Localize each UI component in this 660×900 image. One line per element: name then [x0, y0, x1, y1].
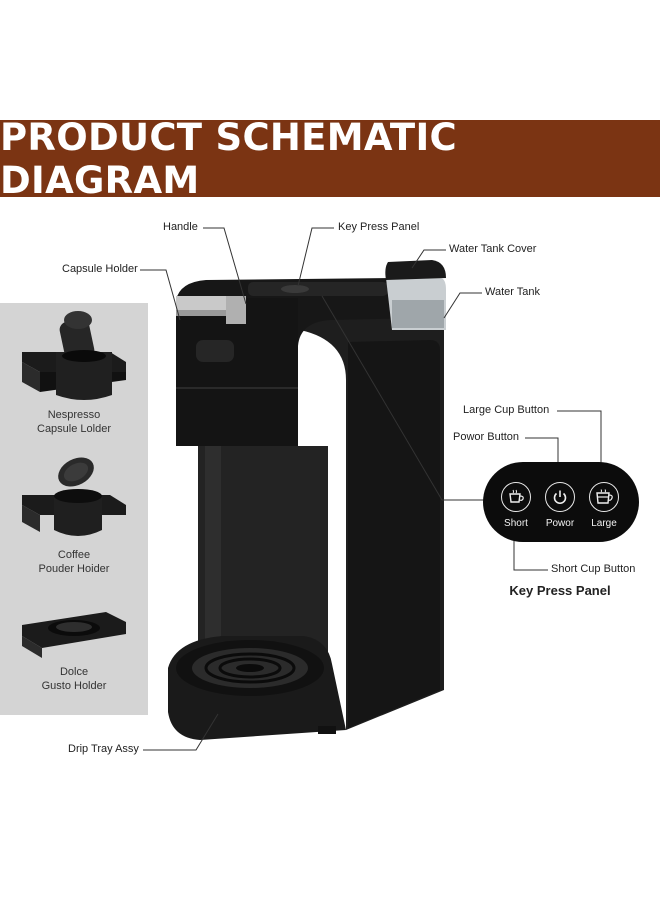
- leader-lines: [140, 227, 602, 751]
- large-cup-button[interactable]: [589, 482, 619, 512]
- short-cup-button-label: Short Cup Button: [551, 563, 636, 575]
- capsule-holder-leader-line: [140, 269, 181, 321]
- panel-callout-line: [321, 295, 484, 501]
- cup-small-icon: [509, 489, 524, 503]
- key-press-panel-label: Key Press Panel: [338, 221, 420, 233]
- nespresso-holder-label-line1: Nespresso: [47, 409, 101, 421]
- page-title: PRODUCT SCHEMATIC DIAGRAM: [0, 115, 457, 202]
- drip-tray-leader-line: [143, 713, 219, 751]
- key-panel-leader-line: [297, 227, 334, 287]
- power-button-label: Powor Button: [453, 431, 520, 443]
- dolce-holder-label: Dolce Gusto Holder: [0, 665, 148, 693]
- coffee-holder-label-line1: Coffee: [57, 549, 91, 561]
- water-tank-leader-line: [443, 292, 482, 319]
- nespresso-holder-label-line2: Capsule Lolder: [37, 423, 111, 435]
- large-button-caption: Large: [591, 518, 617, 529]
- coffee-machine-image: [168, 260, 446, 740]
- handle-label: Handle: [163, 221, 198, 233]
- drip-tray-label: Drip Tray Assy: [68, 743, 139, 755]
- tank-cover-leader-line: [411, 249, 446, 269]
- nespresso-holder-image: [22, 311, 126, 400]
- dolce-holder-label-line1: Dolce: [59, 666, 89, 678]
- nespresso-holder-label: Nespresso Capsule Lolder: [0, 408, 148, 436]
- title-banner: PRODUCT SCHEMATIC DIAGRAM: [0, 116, 660, 202]
- short-cup-button[interactable]: [501, 482, 531, 512]
- coffee-powder-holder-image: [22, 457, 126, 536]
- power-button[interactable]: [545, 482, 575, 512]
- large-cup-button-label: Large Cup Button: [463, 404, 550, 416]
- water-tank-cover-label: Water Tank Cover: [449, 243, 537, 255]
- large-cup-leader-line: [557, 410, 602, 466]
- power-icon: [553, 490, 567, 505]
- capsule-holder-label: Capsule Holder: [62, 263, 138, 275]
- dolce-holder-label-line2: Gusto Holder: [41, 680, 107, 692]
- key-press-panel-detail: Short Powor Large: [483, 462, 639, 542]
- power-leader-line: [525, 437, 559, 466]
- coffee-holder-label-line2: Pouder Hoider: [38, 563, 110, 575]
- cup-large-icon: [596, 489, 613, 504]
- short-cup-leader-line: [513, 538, 548, 571]
- water-tank-label: Water Tank: [485, 286, 541, 298]
- short-button-caption: Short: [504, 518, 528, 529]
- dolce-gusto-holder-image: [22, 612, 126, 658]
- handle-leader-line: [203, 227, 247, 305]
- key-press-panel-title: Key Press Panel: [509, 583, 611, 598]
- coffee-holder-label: Coffee Pouder Hoider: [0, 548, 148, 576]
- power-button-caption: Powor: [545, 518, 575, 529]
